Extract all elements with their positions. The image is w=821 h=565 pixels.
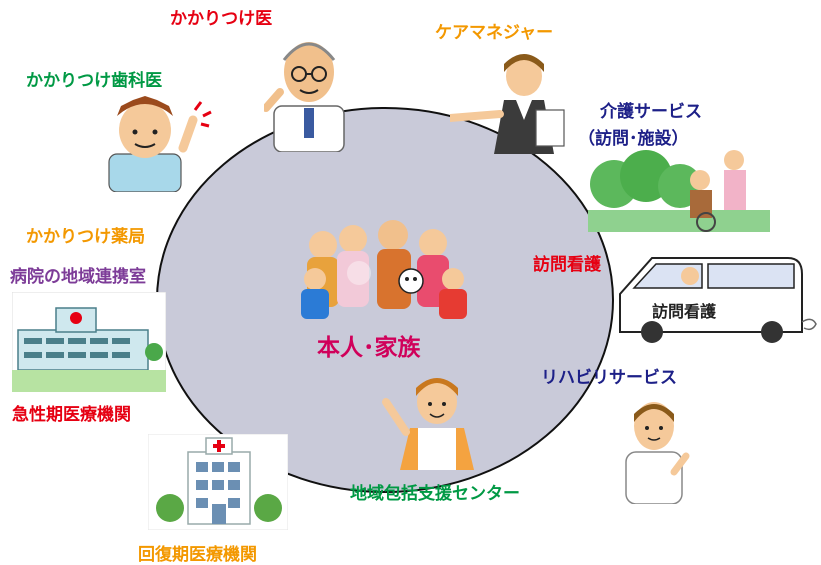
label-family-pharmacy: かかりつけ薬局: [26, 227, 146, 247]
label-recovery-hospital: 回復期医療機関: [138, 545, 257, 565]
label-community-support-center: 地域包括支援センター: [350, 484, 520, 504]
care-manager-illustration: [450, 54, 565, 154]
support-center-staff-illustration: [382, 378, 474, 470]
label-rehab-service: リハビリサービス: [541, 368, 677, 388]
label-home-nursing: 訪問看護: [533, 255, 601, 275]
center-family-label: 本人･家族: [317, 335, 421, 361]
label-care-service-line1: 介護サービス: [600, 102, 702, 122]
label-care-service-line2: （訪問･施設）: [578, 129, 689, 149]
dentist-illustration: [108, 96, 212, 192]
label-family-dentist: かかりつけ歯科医: [26, 71, 163, 91]
care-service-illustration: [588, 150, 770, 232]
rehab-therapist-illustration: [625, 402, 690, 504]
acute-hospital-illustration: [12, 292, 166, 392]
label-acute-hospital: 急性期医療機関: [12, 405, 131, 425]
label-family-doctor: かかりつけ医: [170, 9, 273, 29]
label-hospital-liaison: 病院の地域連携室: [10, 267, 146, 287]
family-illustration: [301, 220, 467, 319]
van-sign-label: 訪問看護: [652, 302, 717, 321]
nursing-van-illustration: [619, 257, 817, 343]
doctor-illustration: [264, 42, 345, 152]
recovery-hospital-illustration: [148, 434, 288, 530]
label-care-manager: ケアマネジャー: [435, 23, 554, 43]
